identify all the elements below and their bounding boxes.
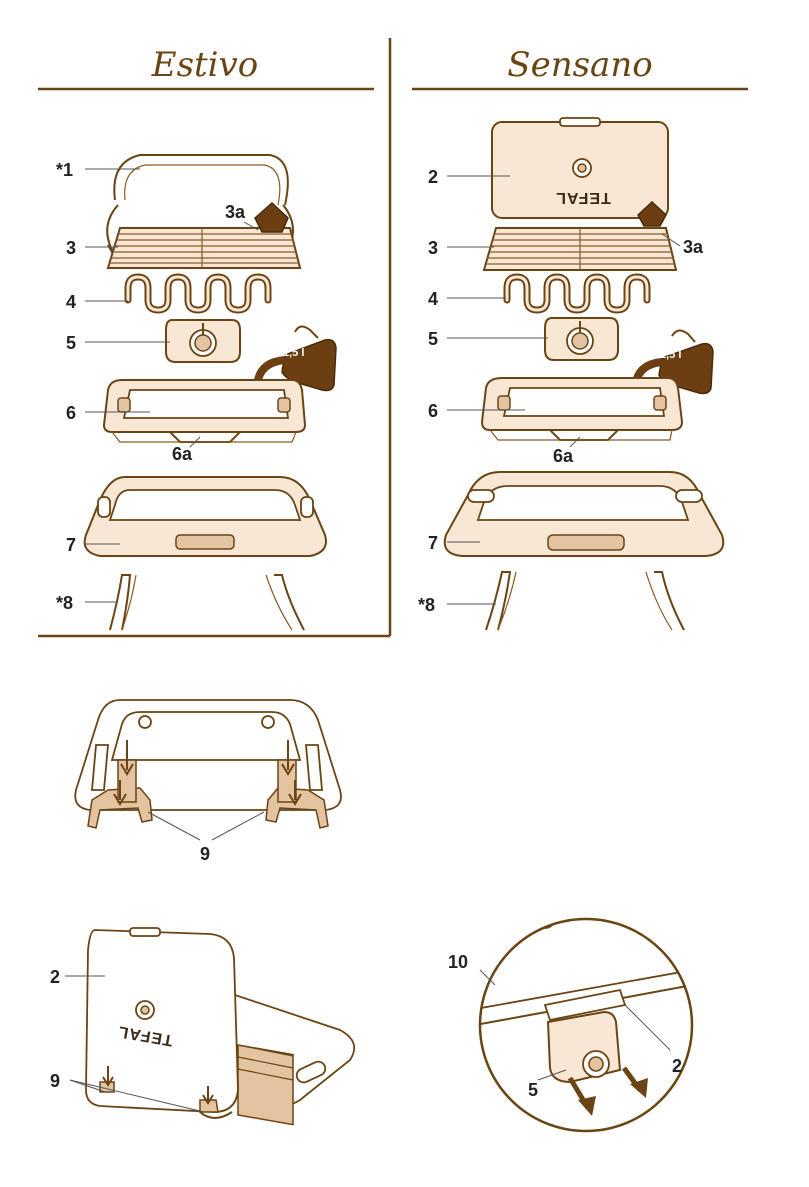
estivo-label-3a: 3a bbox=[225, 202, 246, 222]
sensano-label-5: 5 bbox=[428, 329, 438, 349]
estivo-part-5-thermostat bbox=[166, 320, 240, 362]
estivo-label-6: 6 bbox=[66, 403, 76, 423]
sensano-part-7-base bbox=[445, 472, 724, 556]
sensano-label-6: 6 bbox=[428, 401, 438, 421]
sensano-label-8: *8 bbox=[418, 595, 435, 615]
estivo-part-1-handle bbox=[114, 155, 288, 205]
fig-lid-stand: TEFAL 2 9 bbox=[50, 928, 354, 1125]
title-estivo: Estivo bbox=[151, 45, 258, 85]
estivo-label-3: 3 bbox=[66, 238, 76, 258]
thermostat-probe bbox=[548, 1012, 620, 1082]
sensano-label-4: 4 bbox=[428, 289, 438, 309]
estivo-jug-volume: 1,5 l bbox=[283, 347, 304, 359]
estivo-label-1: *1 bbox=[56, 160, 73, 180]
zoom-label-2: 2 bbox=[672, 1056, 682, 1076]
sensano-part-3-grill bbox=[484, 228, 676, 270]
estivo-part-3a-grip bbox=[255, 203, 288, 232]
sensano-part-8-legs bbox=[486, 572, 684, 630]
estivo-label-6a: 6a bbox=[172, 444, 193, 464]
estivo-part-3-grill bbox=[108, 228, 300, 268]
sensano-lid-logo: TEFAL bbox=[555, 189, 611, 206]
sensano-label-7: 7 bbox=[428, 533, 438, 553]
estivo-part-8-legs bbox=[110, 575, 304, 630]
sensano-part-5-thermostat bbox=[545, 318, 618, 360]
sensano-exploded-view: TEFAL 1,5 l bbox=[418, 118, 723, 630]
sensano-part-6-drip-tray bbox=[482, 378, 682, 440]
fig-thermostat-removal: 10 2 5 bbox=[448, 908, 720, 1150]
sensano-label-6a: 6a bbox=[553, 446, 574, 466]
lid-stand-label-2: 2 bbox=[50, 967, 60, 987]
estivo-part-6-drip-tray bbox=[104, 380, 305, 442]
estivo-part-7-base bbox=[85, 477, 326, 556]
sensano-label-3: 3 bbox=[428, 238, 438, 258]
sensano-jug-volume: 1,5 l bbox=[660, 349, 681, 361]
estivo-label-5: 5 bbox=[66, 333, 76, 353]
feet-label-9: 9 bbox=[200, 844, 210, 864]
zoom-label-10: 10 bbox=[448, 952, 468, 972]
sensano-part-2-lid: TEFAL bbox=[492, 118, 668, 218]
fig-feet-attachment: 9 bbox=[75, 700, 341, 864]
estivo-label-4: 4 bbox=[66, 292, 76, 312]
zoom-label-5: 5 bbox=[528, 1080, 538, 1100]
sensano-label-2: 2 bbox=[428, 167, 438, 187]
estivo-label-7: 7 bbox=[66, 535, 76, 555]
sensano-label-3a: 3a bbox=[683, 237, 704, 257]
estivo-exploded-view: 1,5 l bbox=[56, 155, 336, 630]
lid-stand-label-9: 9 bbox=[50, 1071, 60, 1091]
estivo-label-8: *8 bbox=[56, 593, 73, 613]
title-sensano: Sensano bbox=[507, 45, 652, 85]
